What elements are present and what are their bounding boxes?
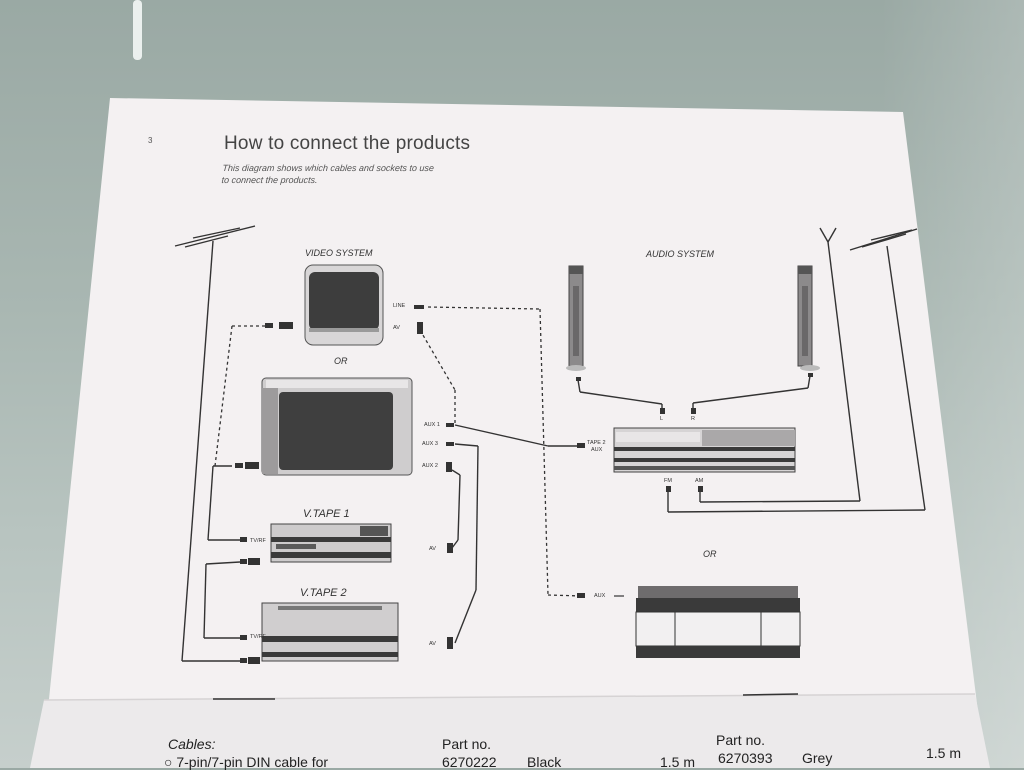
cable-item-1: ○ 7-pin/7-pin DIN cable for xyxy=(164,754,329,770)
paper-sheet xyxy=(42,98,985,768)
light-reflection xyxy=(133,0,142,60)
item2-length: 1.5 m xyxy=(926,745,962,761)
item2-color: Grey xyxy=(802,750,833,766)
page-intro-text: This diagram shows which cables and sock… xyxy=(221,163,435,185)
socket-fm-label: FM xyxy=(664,478,672,484)
item2-partno: 6270393 xyxy=(718,750,773,766)
small-tv-illustration xyxy=(304,264,384,346)
video-system-label: VIDEO SYSTEM xyxy=(305,248,373,258)
audio-system-label: AUDIO SYSTEM xyxy=(646,249,715,259)
socket-av-label: AV xyxy=(393,325,400,331)
speaker-right xyxy=(797,265,820,371)
or-label-video: OR xyxy=(334,356,348,366)
item1-color: Black xyxy=(527,754,562,770)
socket-r-label: R xyxy=(691,416,695,422)
socket-tape2-label: TAPE 2 xyxy=(587,440,606,446)
cables-heading: Cables: xyxy=(168,736,216,752)
vtape1-illustration xyxy=(270,523,392,563)
vtape2-illustration xyxy=(261,602,399,662)
large-tv-illustration xyxy=(261,377,413,476)
partno-header-1: Part no. xyxy=(442,736,492,752)
socket-tape2-aux-label: AUX xyxy=(591,447,603,453)
socket-aux2-label: AUX 2 xyxy=(422,463,438,469)
speaker-left xyxy=(566,265,586,371)
vtape2-label: V.TAPE 2 xyxy=(300,587,347,599)
socket-vtape1-av-label: AV xyxy=(429,546,436,552)
item1-partno: 6270222 xyxy=(442,754,497,770)
page-title: How to connect the products xyxy=(224,133,471,154)
page-number: 3 xyxy=(148,136,153,145)
socket-am-label: AM xyxy=(695,478,704,484)
partno-header-2: Part no. xyxy=(716,732,766,748)
or-label-audio: OR xyxy=(703,549,717,559)
audio-receiver-illustration xyxy=(613,427,796,473)
socket-aux3-label: AUX 3 xyxy=(422,441,438,447)
socket-tvrf1-label: TV/RF xyxy=(250,538,266,544)
vtape1-label: V.TAPE 1 xyxy=(303,508,350,520)
socket-aux-label: AUX xyxy=(594,593,606,599)
socket-tvrf2-label: TV/RF xyxy=(250,634,266,640)
paper-fold xyxy=(30,694,990,768)
audio-system-alt-illustration xyxy=(635,586,801,658)
socket-l-label: L xyxy=(660,416,664,422)
item1-length: 1.5 m xyxy=(660,754,696,770)
socket-vtape2-av-label: AV xyxy=(429,641,436,647)
socket-aux1-label: AUX 1 xyxy=(424,422,440,428)
socket-line-label: LINE xyxy=(393,303,406,309)
